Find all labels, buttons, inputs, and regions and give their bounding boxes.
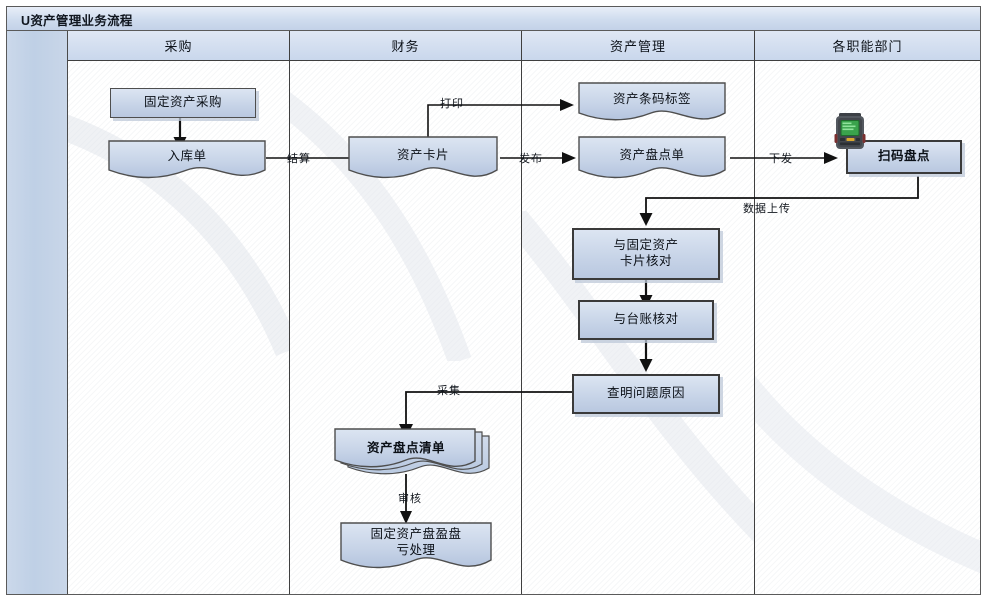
barcode-scanner-icon (832, 112, 868, 152)
node-identify-problem-cause[interactable]: 查明问题原因 (572, 374, 720, 414)
page-title: U资产管理业务流程 (21, 14, 133, 28)
node-asset-card[interactable]: 资产卡片 (348, 136, 498, 184)
node-label: 资产盘点单 (619, 147, 685, 162)
connector-label-publish: 发布 (519, 153, 543, 165)
node-label: 固定资产盘盈盘 亏处理 (370, 527, 461, 570)
connector-n10-n11 (396, 474, 416, 526)
connector-n5-n6 (730, 148, 840, 168)
node-label-line1: 与固定资产 (613, 238, 679, 253)
node-asset-surplus-deficit-handling[interactable]: 固定资产盘盈盘 亏处理 (340, 522, 492, 576)
node-verify-against-ledger[interactable]: 与台账核对 (578, 300, 714, 340)
diagram-title-bar: U资产管理业务流程 (7, 7, 980, 31)
connector-label-dispatch: 下发 (769, 153, 793, 165)
node-label: 查明问题原因 (606, 386, 685, 401)
node-asset-stocktaking-list[interactable]: 资产盘点清单 (334, 428, 494, 484)
node-label: 资产盘点清单 (366, 441, 445, 456)
node-label-line2: 卡片核对 (619, 254, 672, 268)
node-scan-code-stocktaking[interactable]: 扫码盘点 (846, 140, 962, 174)
lane-header-procurement: 采购 (68, 31, 290, 61)
node-label: 资产卡片 (396, 147, 449, 162)
node-asset-stocktaking-sheet[interactable]: 资产盘点单 (578, 136, 726, 184)
connector-n3-n5 (500, 148, 578, 168)
lane-header-asset: 资产管理 (522, 31, 755, 61)
lane-header-finance: 财务 (290, 31, 522, 61)
multi-document-shape-icon (334, 428, 490, 475)
document-shape-icon (578, 136, 726, 179)
lane-header-departments: 各职能部门 (755, 31, 980, 61)
connector-n8-n9 (636, 340, 656, 374)
connector-label-collect: 采集 (437, 385, 461, 397)
document-shape-icon (340, 522, 492, 569)
connector-label-settlement: 结算 (287, 153, 311, 165)
lane-header-label: 采购 (164, 39, 193, 54)
document-shape-icon (578, 82, 726, 121)
lane-header-label: 各职能部门 (832, 39, 903, 54)
node-label: 入库单 (167, 148, 207, 163)
left-margin-band (7, 31, 68, 594)
lane-header-label: 财务 (391, 39, 420, 54)
node-asset-barcode-label[interactable]: 资产条码标签 (578, 82, 726, 126)
connector-label-print: 打印 (440, 98, 464, 110)
lane-header-label: 资产管理 (609, 39, 666, 54)
node-fixed-asset-purchase[interactable]: 固定资产采购 (110, 88, 256, 118)
connector-label-data-upload: 数据上传 (743, 203, 791, 215)
node-label-line2: 亏处理 (396, 543, 436, 557)
node-label: 扫码盘点 (877, 149, 930, 164)
node-label: 资产条码标签 (612, 91, 691, 106)
node-label: 与台账核对 (613, 312, 679, 327)
node-label: 固定资产采购 (143, 95, 222, 110)
node-verify-against-asset-card[interactable]: 与固定资产 卡片核对 (572, 228, 720, 280)
background-swoosh (755, 375, 980, 574)
node-warehouse-receipt[interactable]: 入库单 (108, 140, 266, 182)
node-label-line1: 固定资产盘盈盘 (370, 527, 462, 542)
connector-label-review: 审核 (398, 493, 422, 505)
